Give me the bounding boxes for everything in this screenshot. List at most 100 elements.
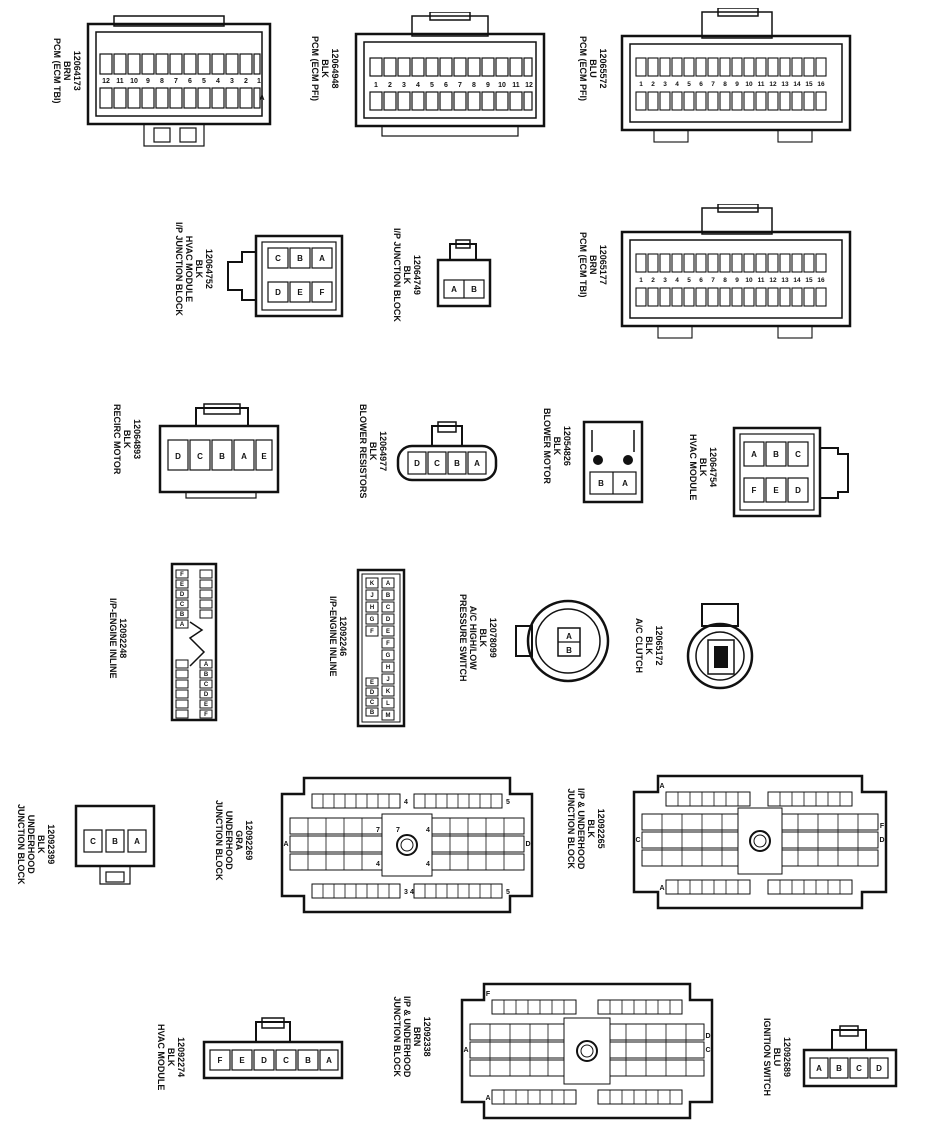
pin-label: 11	[758, 277, 765, 284]
pin-label: 1	[374, 82, 378, 89]
underhood-jb-large-connector: 4 5 7 4 4 4 3 4 5 7 A D	[280, 776, 534, 914]
hvac-module-6-label: 12064754 BLK HVAC MODULE	[688, 434, 718, 500]
part-number: 12092269	[244, 820, 254, 861]
pin-label: B	[204, 672, 209, 678]
pin-label: 2	[388, 82, 392, 89]
pin-label: C	[856, 1064, 862, 1073]
connector-name: I/P-ENGINE INLINE	[328, 596, 338, 677]
wire-color: BLK	[194, 259, 204, 279]
ignition-switch-connector: A B C D	[802, 1025, 898, 1088]
pin-mark: D	[525, 841, 530, 848]
pin-mark: A	[485, 1095, 490, 1102]
pin-label: A	[386, 581, 391, 587]
pin-label: 12	[102, 78, 110, 85]
pin-label: B	[112, 837, 118, 846]
pin-label: 9	[486, 82, 490, 89]
wire-color: BLK	[368, 441, 378, 461]
pin-label: 11	[758, 81, 765, 88]
ip-jb-connector: A B	[436, 239, 492, 308]
pin-label: B	[305, 1056, 311, 1065]
pin-label: 8	[723, 81, 727, 88]
pin-label: B	[386, 593, 391, 599]
ip-engine-inline-2-connector: K J H G F A B C D E F G H J K L M E D C …	[356, 568, 406, 728]
wire-color: BLK	[586, 819, 596, 838]
pin-label: B	[566, 646, 572, 655]
pin-label: B	[598, 479, 604, 488]
pin-label: 9	[146, 78, 150, 85]
connector-name: PCM (ECM TBI)	[52, 38, 62, 104]
pin-mark: 5	[506, 889, 510, 896]
pin-mark: D	[705, 1033, 710, 1040]
pin-label: 10	[130, 78, 138, 85]
ip-engine-inline-2-label: 12092246 I/P-ENGINE INLINE	[328, 596, 348, 677]
pin-label: 12	[769, 277, 777, 284]
underhood-jb-small-connector: C B A	[74, 804, 156, 885]
pin-label: B	[471, 285, 477, 294]
pcm-ecm-pfi-right-connector: 1 2 3 4 5 6 7 8 9 10 11 12 13 14 15 16	[620, 8, 852, 143]
pin-label: 12	[769, 81, 777, 88]
part-number: 12092248	[118, 618, 128, 659]
pin-label: D	[370, 690, 375, 696]
pin-mark: C	[705, 1047, 710, 1054]
pin-mark: A	[463, 1047, 468, 1054]
wire-color: BRN	[412, 1026, 422, 1047]
pin-label: 8	[723, 277, 727, 284]
pin-label: J	[370, 593, 373, 599]
blower-motor-label: 12054826 BLK BLOWER MOTOR	[542, 408, 572, 484]
connector-name: BLOWER RESISTORS	[358, 404, 368, 499]
connector-name: JUNCTION BLOCK	[392, 996, 402, 1077]
pin-label: F	[180, 572, 184, 578]
pin-label: 4	[416, 82, 420, 89]
pin-label: E	[297, 288, 303, 297]
pin-label: 1	[639, 277, 643, 284]
connector-name: PCM (ECM PFI)	[578, 36, 588, 101]
pin-mark: A	[283, 841, 288, 848]
pin-label: 2	[244, 78, 248, 85]
pin-label: A	[180, 622, 185, 628]
pin-label: C	[386, 605, 391, 611]
wire-color: BLK	[36, 835, 46, 854]
pin-label: A	[816, 1064, 822, 1073]
pin-label: C	[275, 254, 281, 263]
pin-label: B	[219, 452, 225, 461]
connector-name: I/P & UNDERHOOD	[576, 788, 586, 870]
pin-label: D	[795, 486, 801, 495]
pin-label: D	[876, 1064, 882, 1073]
pin-label: 3	[663, 81, 667, 88]
pin-label: 7	[458, 82, 462, 89]
pin-label: 16	[817, 277, 825, 284]
pin-mark: A	[659, 885, 664, 892]
pin-label: B	[836, 1064, 842, 1073]
hvac-jb-connector: C B A D E F	[227, 234, 344, 318]
part-number: 12065172	[654, 625, 664, 666]
pin-mark: 7	[376, 827, 380, 834]
pin-label: 7	[711, 81, 715, 88]
pin-mark: F	[486, 991, 491, 998]
pin-label: 5	[430, 82, 434, 89]
part-number: 12092338	[422, 1016, 432, 1057]
part-number: 12092399	[46, 824, 56, 865]
wire-color: BLU	[772, 1047, 782, 1067]
part-number: 12065572	[598, 48, 608, 89]
pin-mark: 7	[396, 827, 400, 834]
pin-label: H	[386, 665, 390, 671]
blower-resistors-label: 12064977 BLK BLOWER RESISTORS	[358, 404, 388, 498]
pcm-ecm-tbi-2-connector: 1 2 3 4 5 6 7 8 9 10 11 12 13 14 15 16	[620, 204, 852, 339]
connector-name: I/P JUNCTION BLOCK	[392, 228, 402, 322]
pin-label: 11	[512, 82, 520, 89]
wire-color: BLK	[122, 429, 132, 449]
pin-label: 6	[699, 81, 703, 88]
pin-label: 8	[472, 82, 476, 89]
pin-label: B	[370, 710, 375, 716]
pin-label: 13	[781, 81, 789, 88]
pin-label: D	[275, 288, 281, 297]
connector-name: HVAC MODULE	[688, 434, 698, 501]
pin-label: B	[773, 450, 779, 459]
pin-label: 3	[230, 78, 234, 85]
pin-label: 5	[687, 81, 691, 88]
wire-color: BLK	[320, 59, 330, 78]
pin-mark: 5	[506, 799, 510, 806]
pin-label: E	[261, 452, 267, 461]
part-number: 12064893	[132, 419, 142, 460]
pin-label: 6	[188, 78, 192, 85]
